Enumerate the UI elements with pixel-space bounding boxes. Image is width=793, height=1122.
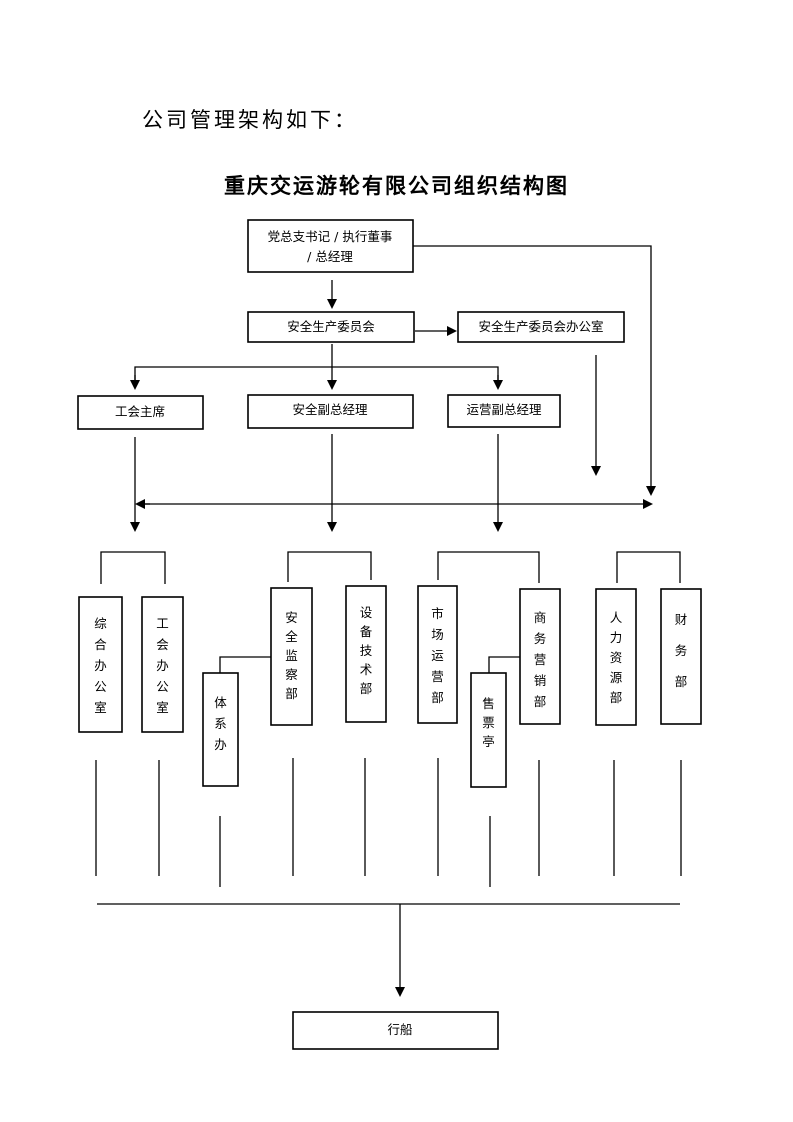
node-label: 党总支书记 / 执行董事 <box>268 229 393 244</box>
node-label-char: 力 <box>610 630 623 645</box>
node-label-char: 票 <box>482 715 495 730</box>
node-label-char: 人 <box>610 610 623 625</box>
node-label-char: 会 <box>156 637 169 652</box>
node-label-char: 销 <box>534 673 547 688</box>
node-label-char: 资 <box>610 650 623 665</box>
node-label: / 总经理 <box>307 249 353 264</box>
node-party-secretary-gm: 党总支书记 / 执行董事 / 总经理 <box>247 219 414 273</box>
node-union-chair: 工会主席 <box>77 395 204 430</box>
node-label-char: 售 <box>482 696 495 711</box>
node-label-char: 部 <box>675 674 688 689</box>
node-safety-committee-office: 安全生产委员会办公室 <box>457 311 625 343</box>
node-label-char: 综 <box>94 616 107 631</box>
node-label-char: 部 <box>431 690 444 705</box>
node-label-char: 工 <box>156 616 169 631</box>
chart-title: 重庆交运游轮有限公司组织结构图 <box>224 174 569 198</box>
node-label-char: 监 <box>285 648 298 663</box>
node-label-char: 技 <box>360 643 373 658</box>
node-finance: 财务部 <box>660 588 702 725</box>
node-label-char: 室 <box>94 700 107 715</box>
node-label-char: 安 <box>285 610 298 625</box>
node-label-char: 部 <box>610 690 623 705</box>
node-label-char: 备 <box>360 624 373 639</box>
node-label-char: 务 <box>675 643 688 658</box>
node-label-char: 设 <box>360 605 373 620</box>
node-label-char: 务 <box>534 631 547 646</box>
node-label-char: 合 <box>94 637 107 652</box>
node-label-char: 源 <box>610 670 623 685</box>
node-label-char: 公 <box>94 679 107 694</box>
node-label-char: 室 <box>156 700 169 715</box>
node-sailing: 行船 <box>292 1011 499 1050</box>
node-label-char: 办 <box>214 737 227 752</box>
node-ticket-booth: 售票亭 <box>470 672 507 788</box>
node-label-char: 营 <box>431 669 444 684</box>
node-label: 安全生产委员会办公室 <box>478 319 603 334</box>
node-label-char: 部 <box>285 686 298 701</box>
node-label-char: 部 <box>360 681 373 696</box>
node-label-char: 场 <box>431 627 444 642</box>
node-label-char: 市 <box>431 606 444 621</box>
node-label-char: 办 <box>156 658 169 673</box>
node-label: 运营副总经理 <box>466 402 542 417</box>
node-label-char: 办 <box>94 658 107 673</box>
node-label-char: 公 <box>156 679 169 694</box>
node-label-char: 系 <box>214 716 227 731</box>
node-label-char: 亭 <box>482 734 495 749</box>
node-label-char: 财 <box>675 612 688 627</box>
node-label-char: 体 <box>214 695 227 710</box>
node-safety-vp: 安全副总经理 <box>247 394 414 429</box>
node-label-char: 部 <box>534 694 547 709</box>
node-label-char: 营 <box>534 652 547 667</box>
node-label-char: 商 <box>534 610 547 625</box>
node-safety-committee: 安全生产委员会 <box>247 311 415 343</box>
node-label-char: 全 <box>285 629 298 644</box>
connectors <box>95 245 682 997</box>
node-label-char: 运 <box>431 648 444 663</box>
node-label: 工会主席 <box>115 404 165 419</box>
node-label: 安全副总经理 <box>292 402 368 417</box>
node-ops-vp: 运营副总经理 <box>447 394 561 428</box>
node-label-char: 察 <box>285 667 298 682</box>
node-label-char: 术 <box>360 662 373 677</box>
intro-text: 公司管理架构如下： <box>142 108 358 132</box>
node-label: 安全生产委员会 <box>287 319 375 334</box>
node-label: 行船 <box>387 1022 412 1037</box>
node-system-office: 体系办 <box>202 672 239 787</box>
